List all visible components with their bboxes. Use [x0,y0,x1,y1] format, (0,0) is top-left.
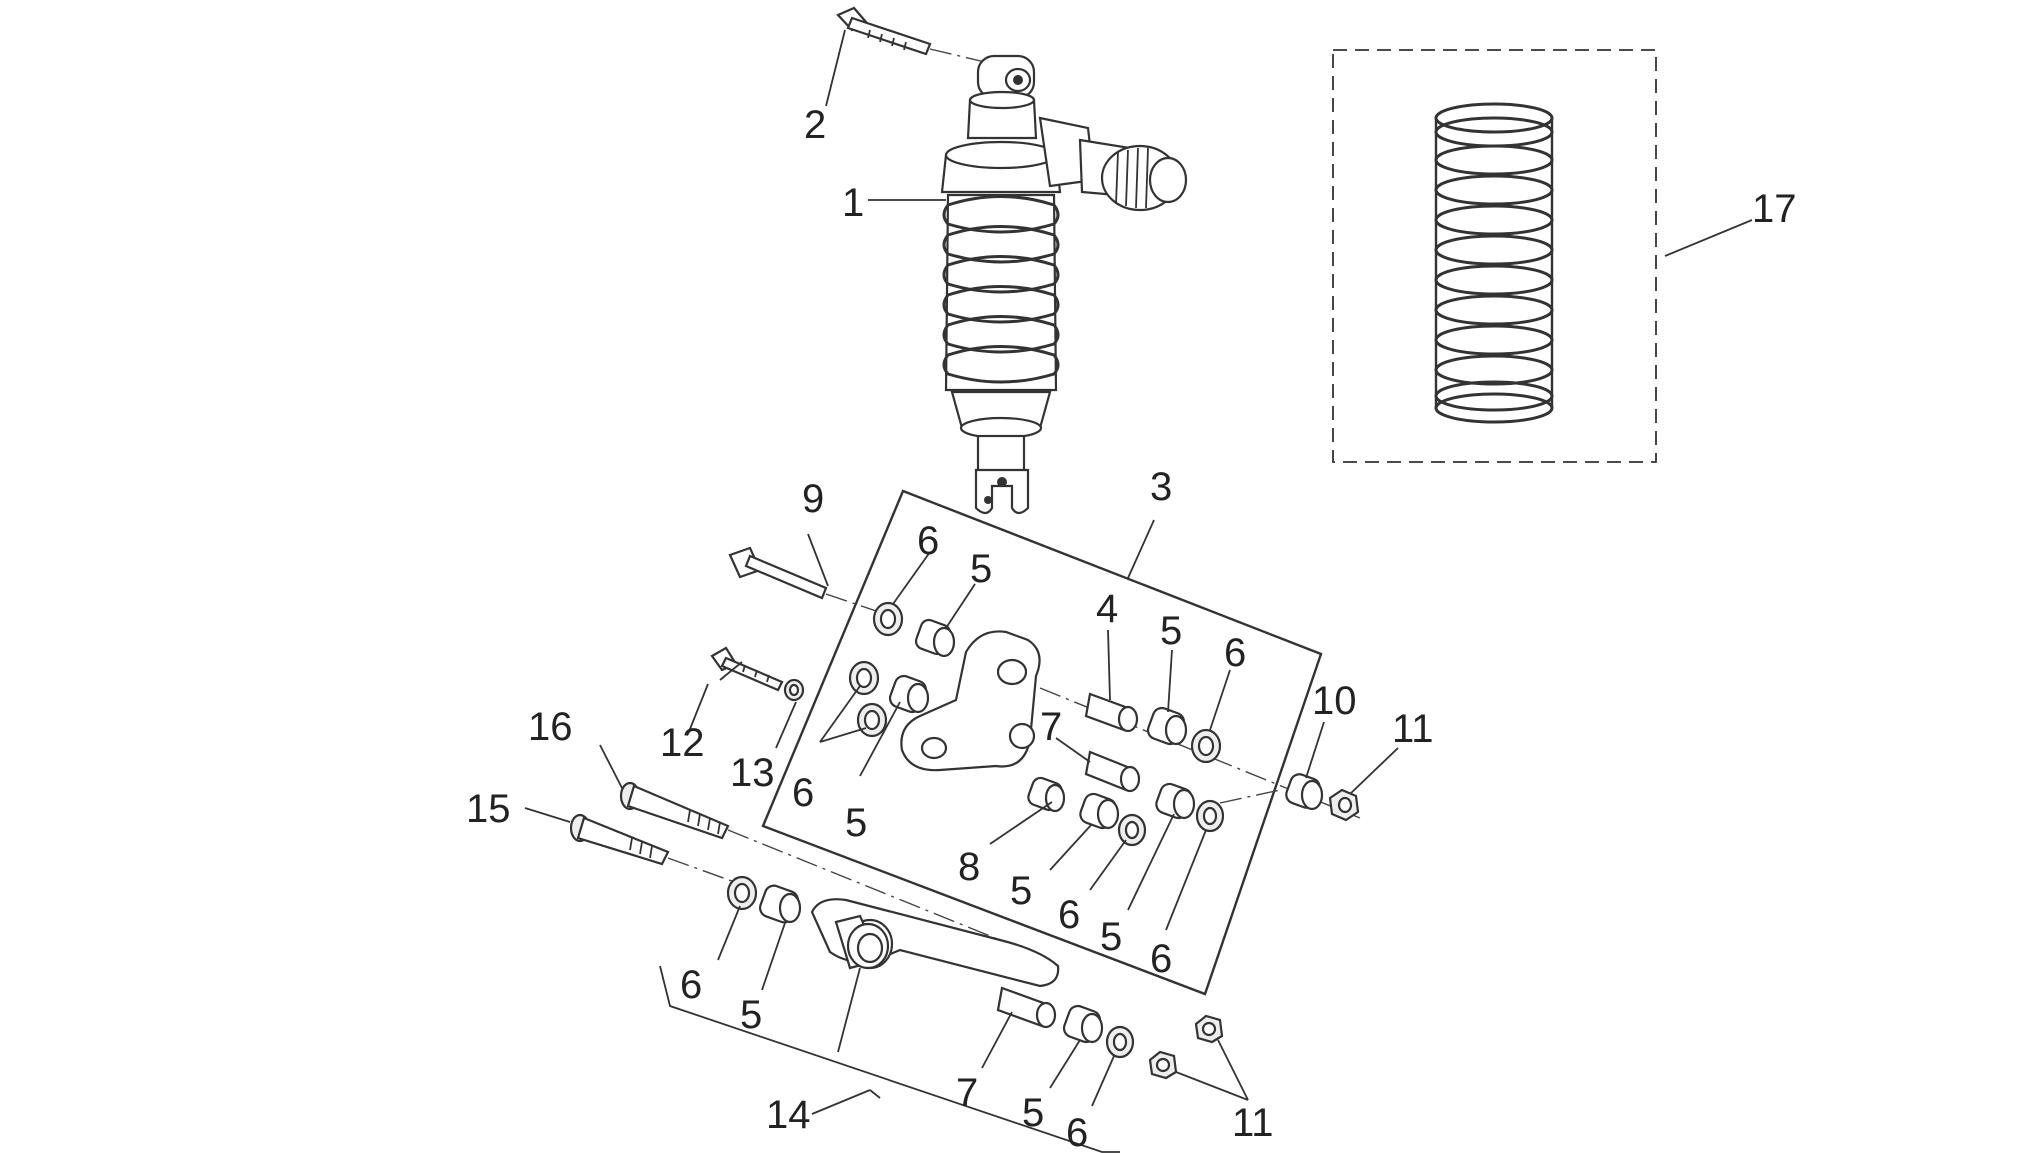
bushing-5-bottom [1062,1004,1104,1044]
callout-2: 2 [804,103,826,147]
callout-4: 4 [1096,587,1118,631]
callout-labels: 2 1 17 3 9 6 5 4 5 6 10 11 7 16 12 13 6 … [466,103,1797,1153]
washer-6-right [1190,728,1222,764]
callout-11a: 11 [1392,707,1434,751]
leader-lines [524,29,1753,1115]
tie-rod [810,898,1060,988]
bushing-5-left [888,674,930,714]
washer-6-top-left [872,601,904,637]
long-bolt-15 [569,813,741,885]
callout-6a: 6 [917,519,939,563]
small-bolt [710,646,784,692]
rear-shock-absorber [940,54,1188,515]
callout-5d: 5 [1010,869,1032,913]
bushing-5-right [1146,706,1188,746]
callout-6d: 6 [1058,893,1080,937]
washer-6-left-1 [848,660,880,696]
callout-15: 15 [466,787,511,831]
callout-14: 14 [766,1093,811,1137]
callout-5f: 5 [740,993,762,1037]
callout-3: 3 [1150,465,1172,509]
callout-16: 16 [528,705,573,749]
top-mounting-bolt [836,6,986,63]
callout-17: 17 [1752,187,1797,231]
callout-7b: 7 [956,1071,978,1115]
callout-6e: 6 [1150,937,1172,981]
sleeve-7-bottom [996,986,1057,1029]
callout-13: 13 [730,751,775,795]
bushing-8 [1027,776,1066,813]
callout-6g: 6 [1066,1111,1088,1153]
nut-11-upper [1328,788,1360,822]
callout-5e: 5 [1100,915,1122,959]
bushing-5-bottom-left [758,884,802,924]
washer-6-lower-right [1195,799,1225,833]
callout-6b: 6 [1224,631,1246,675]
sleeve-4 [1084,692,1139,733]
washer-6-bottom [1105,1025,1135,1059]
linkage-rocker [900,630,1041,772]
bushing-5-lower-right [1155,782,1196,820]
spacer-10 [1285,773,1324,811]
callout-12: 12 [660,721,705,765]
long-bolt-16 [619,781,1001,941]
callout-7a: 7 [1040,705,1062,749]
callout-5c: 5 [845,801,867,845]
callout-10: 10 [1312,679,1357,723]
callout-5a: 5 [970,547,992,591]
sleeve-7 [1084,750,1141,793]
callout-1: 1 [842,181,864,225]
bushing-5-top [914,618,956,658]
nut-11-lower-b [1148,1050,1178,1080]
callout-11b: 11 [1232,1101,1274,1145]
callout-5g: 5 [1022,1091,1044,1135]
linkage-kit-frame [761,489,1323,996]
nut-11-lower-a [1194,1014,1224,1044]
washer-6-lower [1117,813,1147,847]
small-washer [783,678,805,702]
replacement-spring-box [1332,49,1657,463]
linkage-bolt-upper [728,546,886,615]
group-bracket-14 [659,965,1120,1153]
washer-6-bottom-left [726,875,758,911]
callout-6c: 6 [792,771,814,815]
callout-5b: 5 [1160,609,1182,653]
bushing-5-lower [1079,792,1120,830]
callout-6f: 6 [680,963,702,1007]
callout-8: 8 [958,845,980,889]
replacement-spring [1434,102,1554,424]
washer-6-left-2 [856,702,888,738]
callout-9: 9 [802,477,824,521]
